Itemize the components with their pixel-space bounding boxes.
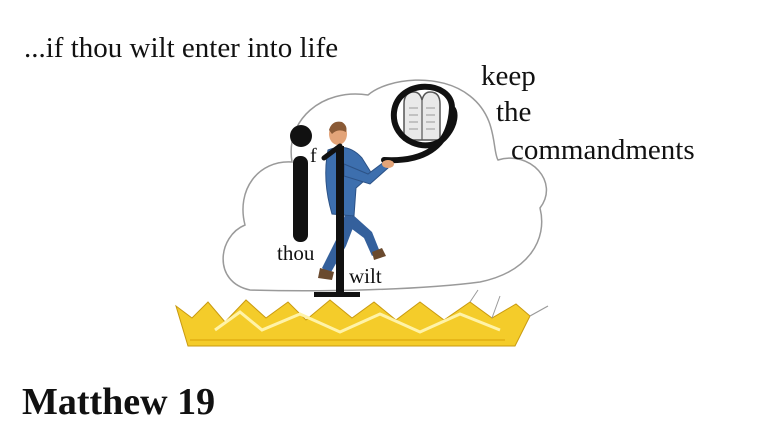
letter-i (290, 125, 312, 242)
walking-figure (318, 121, 394, 280)
scripture-reference: Matthew 19 (22, 381, 216, 423)
cloud-outline (222, 79, 547, 292)
letter-p-loop (381, 83, 458, 164)
drawing-label-wilt: wilt (349, 264, 382, 288)
commandment-word-keep: keep (481, 60, 536, 92)
drawing-label-f: f (310, 145, 317, 167)
fire-base (175, 289, 549, 347)
letter-one (314, 143, 360, 297)
commandment-tablets-icon (403, 91, 441, 141)
verse-fragment-text: ...if thou wilt enter into life (24, 32, 339, 64)
drawing-label-thou: thou (277, 241, 315, 265)
commandment-word-commandments: commandments (511, 134, 695, 166)
commandment-word-the: the (496, 96, 532, 128)
